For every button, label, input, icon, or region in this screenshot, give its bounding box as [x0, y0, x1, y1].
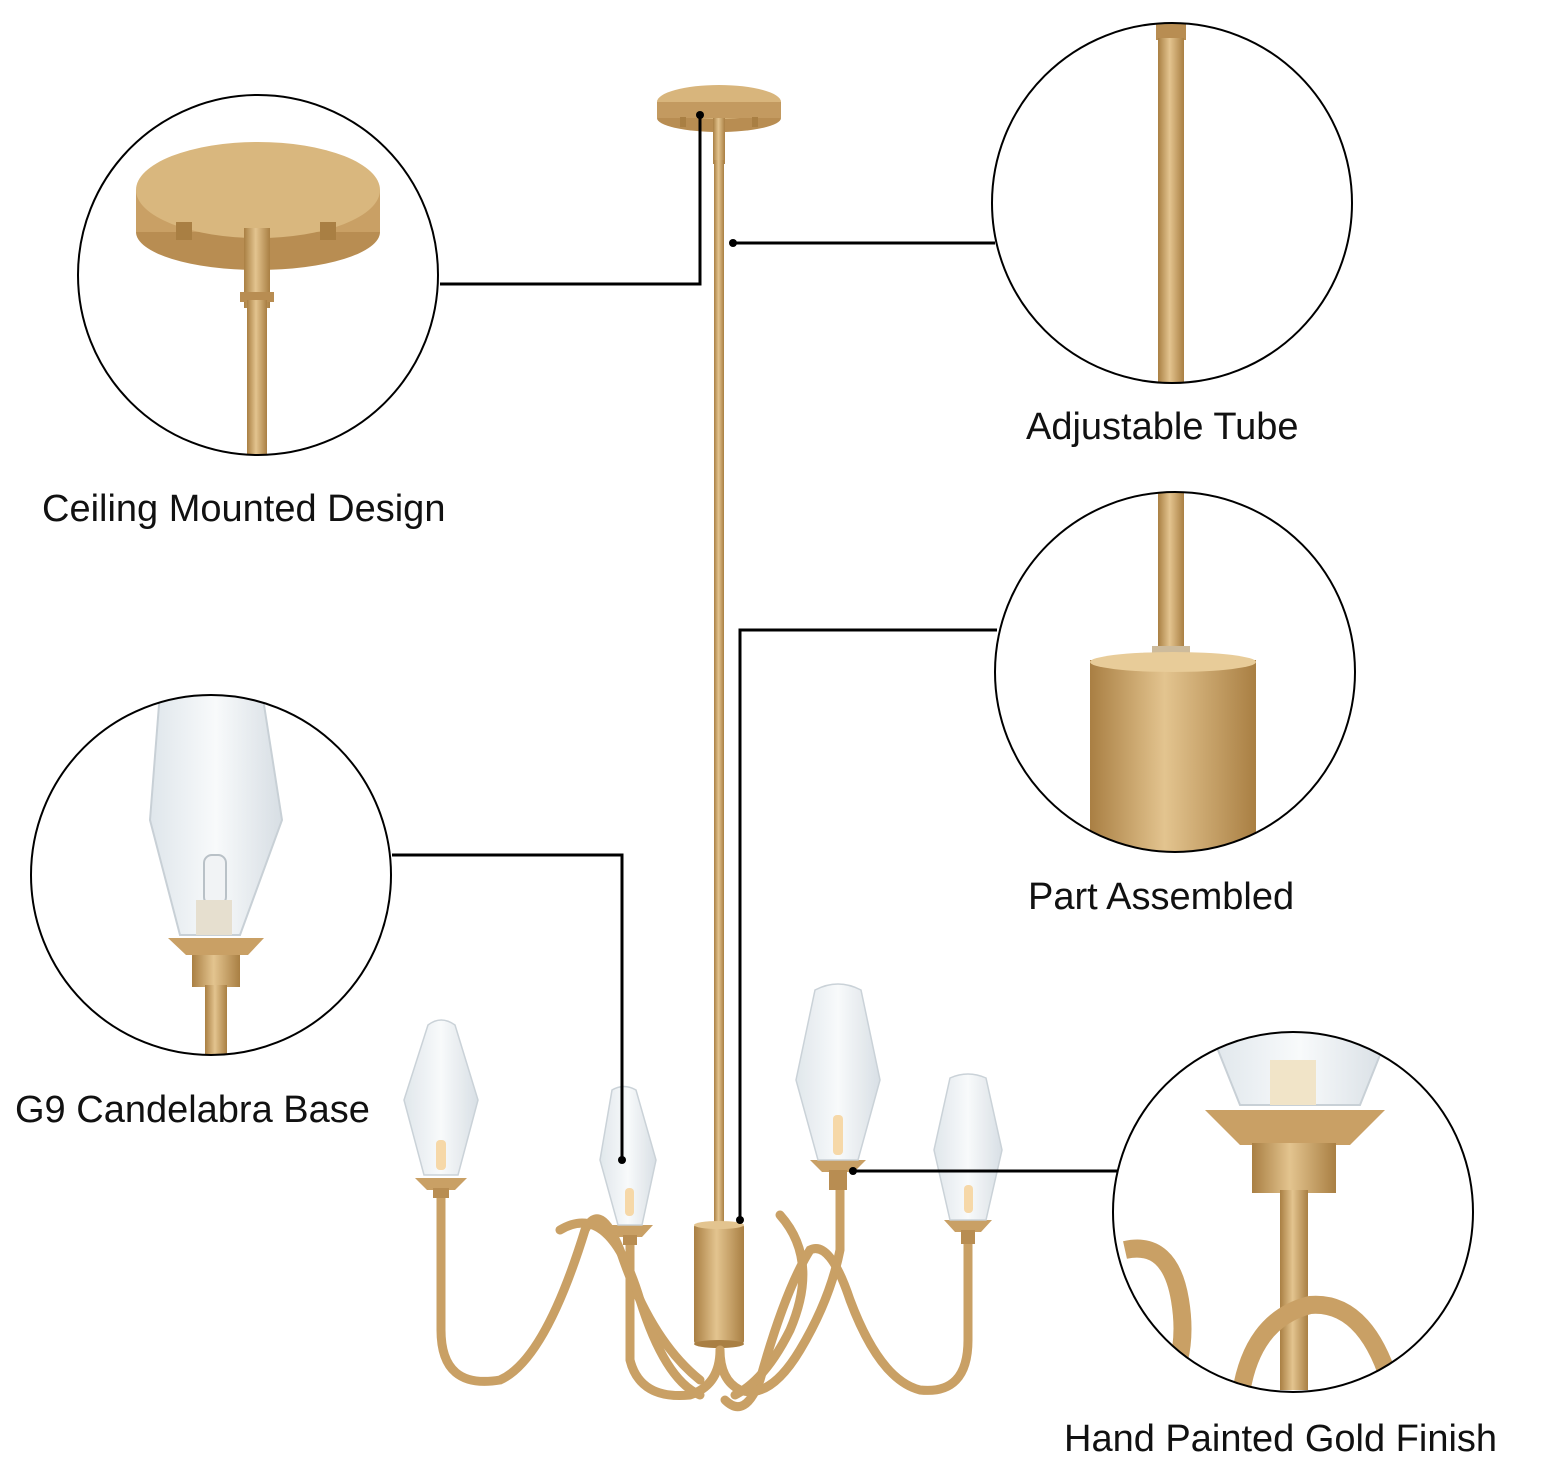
leader-lines — [392, 115, 1117, 1220]
cups — [415, 1160, 992, 1245]
chandelier-main — [403, 85, 1003, 1412]
arms — [436, 1180, 973, 1412]
label-ceiling-mounted-design: Ceiling Mounted Design — [42, 488, 446, 530]
leader-dots — [618, 111, 857, 1224]
bulbs — [436, 1115, 973, 1216]
label-part-assembled: Part Assembled — [1028, 876, 1295, 918]
detail-circle-finish — [1112, 1031, 1474, 1393]
label-g9-candelabra-base: G9 Candelabra Base — [15, 1089, 370, 1131]
detail-circle-base — [30, 694, 392, 1056]
label-hand-painted-gold-finish: Hand Painted Gold Finish — [1064, 1418, 1498, 1460]
main-tube — [714, 160, 724, 1225]
detail-circle-part — [994, 491, 1356, 853]
central-body — [694, 1224, 744, 1344]
glass-shades — [403, 983, 1003, 1226]
detail-circle-tube — [991, 22, 1353, 384]
detail-circle-ceiling — [77, 94, 439, 456]
label-adjustable-tube: Adjustable Tube — [1026, 406, 1299, 448]
